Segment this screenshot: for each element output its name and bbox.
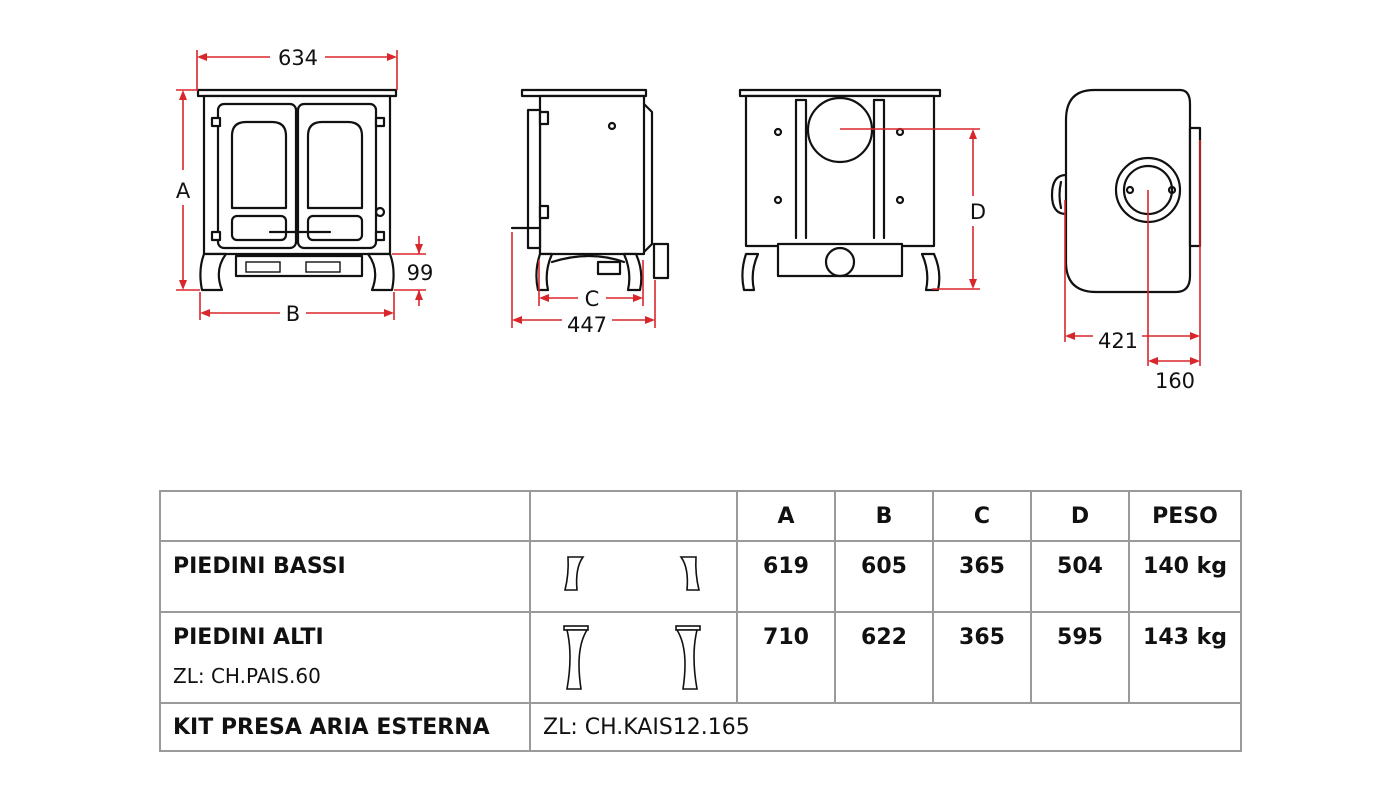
- row-label-text: PIEDINI ALTI: [173, 625, 324, 650]
- row-value-a: 710: [736, 611, 836, 704]
- top-view: [1050, 88, 1202, 294]
- flue-d-label: D: [970, 200, 986, 224]
- front-view: [196, 88, 398, 292]
- table-row-kit: KIT PRESA ARIA ESTERNA ZL: CH.KAIS12.165: [159, 702, 1242, 752]
- kit-code: ZL: CH.KAIS12.165: [529, 702, 1242, 752]
- dimensions-table: A B C D PESO PIEDINI BASSI 619 605 365 5…: [159, 490, 1242, 752]
- front-dimensions: 634 A 99 B: [176, 46, 434, 326]
- header-b: B: [834, 490, 934, 542]
- depth-447-label: 447: [567, 313, 607, 337]
- tall-leg-icon: [563, 625, 589, 690]
- table-row: PIEDINI ALTI ZL: CH.PAIS.60 710 622 365 …: [159, 611, 1242, 704]
- side-dimensions: C 447: [511, 232, 656, 337]
- row-label-text: PIEDINI BASSI: [173, 554, 346, 579]
- table-row: PIEDINI BASSI 619 605 365 504 140 kg: [159, 540, 1242, 613]
- header-a: A: [736, 490, 836, 542]
- kit-label: KIT PRESA ARIA ESTERNA: [159, 702, 531, 752]
- stove-technical-drawing: 634 A 99 B: [176, 46, 1202, 393]
- row-value-c: 365: [932, 611, 1032, 704]
- row-value-b: 605: [834, 540, 934, 613]
- table-header-row: A B C D PESO: [159, 490, 1242, 542]
- row-value-peso: 143 kg: [1128, 611, 1242, 704]
- short-leg-cell: [529, 540, 738, 613]
- row-label-piedini-bassi: PIEDINI BASSI: [159, 540, 531, 613]
- row-value-a: 619: [736, 540, 836, 613]
- base-b-label: B: [286, 302, 300, 326]
- row-value-b: 622: [834, 611, 934, 704]
- height-a-label: A: [176, 179, 191, 203]
- row-value-peso: 140 kg: [1128, 540, 1242, 613]
- rear-view: [738, 88, 942, 292]
- flue-offset-160-label: 160: [1155, 369, 1195, 393]
- leg-height-99-label: 99: [407, 261, 434, 285]
- short-leg-icon: [563, 556, 585, 591]
- top-depth-421-label: 421: [1098, 329, 1138, 353]
- tall-leg-icon: [675, 625, 701, 690]
- row-value-d: 504: [1030, 540, 1130, 613]
- header-empty-cell: [159, 490, 531, 542]
- tall-leg-cell: [529, 611, 738, 704]
- row-value-c: 365: [932, 540, 1032, 613]
- row-label-piedini-alti: PIEDINI ALTI ZL: CH.PAIS.60: [159, 611, 531, 704]
- short-leg-icon: [679, 556, 701, 591]
- header-d: D: [1030, 490, 1130, 542]
- row-value-d: 595: [1030, 611, 1130, 704]
- rear-dimensions: D: [840, 128, 986, 290]
- side-c-label: C: [585, 287, 600, 311]
- row-sublabel-code: ZL: CH.PAIS.60: [173, 664, 321, 688]
- top-dimensions: 421 160: [1064, 140, 1201, 393]
- side-view: [510, 88, 670, 292]
- header-peso: PESO: [1128, 490, 1242, 542]
- width-634-label: 634: [278, 46, 318, 70]
- header-c: C: [932, 490, 1032, 542]
- header-leg-cell: [529, 490, 738, 542]
